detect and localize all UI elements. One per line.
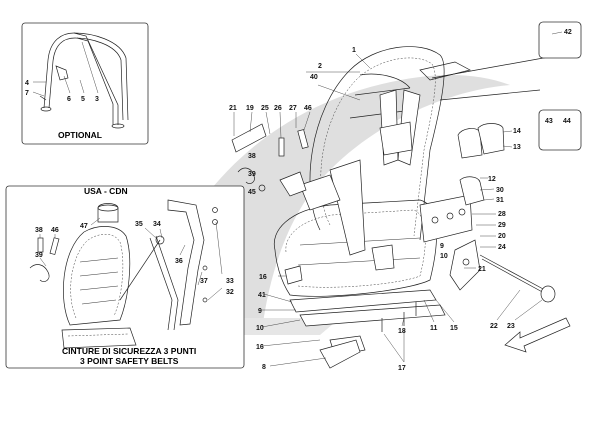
optional-inset: 4 7 6 5 3 OPTIONAL <box>21 22 149 145</box>
main-callouts: 1 2 40 21 19 25 26 27 46 38 39 45 16 41 … <box>229 29 572 372</box>
callout-33: 33 <box>226 278 234 285</box>
callout-21: 21 <box>229 105 237 112</box>
callout-29: 29 <box>498 222 506 229</box>
callout-16: 16 <box>259 274 267 281</box>
callout-45: 45 <box>248 189 256 196</box>
callout-41: 41 <box>258 292 266 299</box>
callout-18: 18 <box>398 328 406 335</box>
usa-cdn-caption: USA - CDN <box>84 186 128 196</box>
callout-31: 31 <box>496 197 504 204</box>
callout-46: 46 <box>51 227 59 234</box>
callout-9b: 9 <box>440 243 444 250</box>
main-leaders <box>233 31 563 367</box>
belts-caption-it: CINTURE DI SICUREZZA 3 PUNTI <box>62 346 196 356</box>
callout-39: 39 <box>248 171 256 178</box>
callout-23: 23 <box>507 323 515 330</box>
callout-32: 32 <box>226 289 234 296</box>
optional-caption: OPTIONAL <box>58 130 102 140</box>
callout-10: 10 <box>256 325 264 332</box>
callout-30: 30 <box>496 187 504 194</box>
callout-25: 25 <box>261 105 269 112</box>
callout-24: 24 <box>498 244 506 251</box>
callout-40: 40 <box>310 74 318 81</box>
callout-19: 19 <box>246 105 254 112</box>
callout-44: 44 <box>563 118 571 125</box>
callout-43: 43 <box>545 118 553 125</box>
callout-28: 28 <box>498 211 506 218</box>
callout-4: 4 <box>25 80 29 87</box>
callout-2: 2 <box>318 63 322 70</box>
callout-14: 14 <box>513 128 521 135</box>
callout-38: 38 <box>35 227 43 234</box>
callout-20: 20 <box>498 233 506 240</box>
callout-7: 7 <box>25 90 29 97</box>
callout-6: 6 <box>67 96 71 103</box>
callout-11: 11 <box>430 325 438 332</box>
callout-35: 35 <box>135 221 143 228</box>
callout-22: 22 <box>490 323 498 330</box>
callout-21b: 21 <box>478 266 486 273</box>
usa-cdn-inset: USA - CDN 47 38 46 39 <box>5 185 245 369</box>
callout-36: 36 <box>175 258 183 265</box>
callout-38: 38 <box>248 153 256 160</box>
callout-8: 8 <box>262 364 266 371</box>
callout-10b: 10 <box>440 253 448 260</box>
callout-37: 37 <box>200 278 208 285</box>
callout-15: 15 <box>450 325 458 332</box>
callout-5: 5 <box>81 96 85 103</box>
belts-caption-en: 3 POINT SAFETY BELTS <box>80 356 179 366</box>
callout-26: 26 <box>274 105 282 112</box>
callout-12: 12 <box>488 176 496 183</box>
callout-34: 34 <box>153 221 161 228</box>
callout-16b: 16 <box>256 344 264 351</box>
callout-47: 47 <box>80 223 88 230</box>
callout-3: 3 <box>95 96 99 103</box>
callout-17: 17 <box>398 365 406 372</box>
callout-42: 42 <box>564 29 572 36</box>
callout-13: 13 <box>513 144 521 151</box>
callout-9: 9 <box>258 308 262 315</box>
callout-1: 1 <box>352 47 356 54</box>
callout-27: 27 <box>289 105 297 112</box>
main-seat <box>231 21 582 369</box>
callout-39: 39 <box>35 252 43 259</box>
callout-46: 46 <box>304 105 312 112</box>
